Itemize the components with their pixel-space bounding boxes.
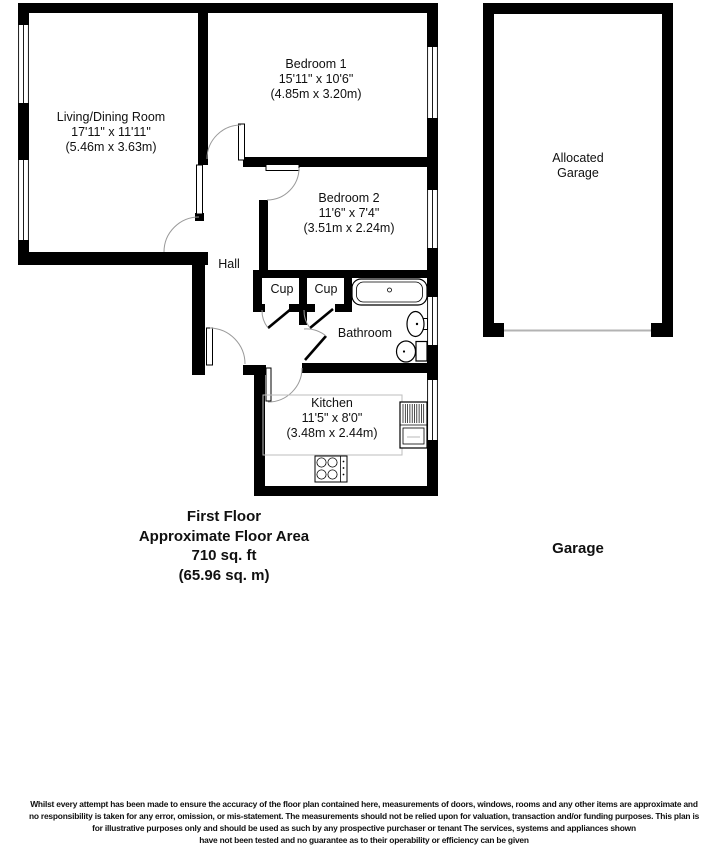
summary-area-title: Approximate Floor Area: [138, 527, 310, 545]
window-kitchen: [427, 380, 438, 440]
window-left-1: [18, 25, 29, 103]
window-bedroom2: [427, 190, 438, 248]
window-left-2: [18, 160, 29, 240]
door-entry: [206, 327, 246, 366]
garage-walls: [483, 3, 673, 337]
sink-icon: [406, 310, 428, 338]
summary-floor: First Floor: [186, 508, 262, 525]
room-name: Bedroom 1: [285, 57, 347, 71]
room-dims-metric: (3.48m x 2.44m): [286, 426, 378, 440]
hob-icon: [314, 455, 348, 483]
room-label-living: Living/Dining Room 17'11" x 11'11" (5.46…: [57, 110, 165, 155]
room-label-allocated-garage: Allocated Garage: [552, 151, 604, 180]
room-name: Bedroom 2: [318, 191, 380, 205]
disclaimer: Whilst every attempt has been made to en…: [0, 799, 728, 847]
room-label-bedroom2: Bedroom 2 11'6" x 7'4" (3.51m x 2.24m): [303, 191, 394, 236]
garage-caption: Garage: [552, 540, 604, 557]
door-living-room: [163, 164, 203, 253]
door-bedroom2: [265, 164, 300, 201]
bathtub-icon: [351, 278, 428, 306]
flat-walls: [18, 3, 438, 496]
room-label-cupboard1: Cup: [270, 282, 294, 296]
summary-area-imperial: 710 sq. ft: [191, 547, 257, 564]
room-dims-metric: (5.46m x 3.63m): [65, 140, 157, 154]
room-name: Living/Dining Room: [56, 110, 166, 124]
window-bathroom: [427, 297, 438, 345]
door-bedroom1: [206, 123, 245, 161]
room-dims-imperial: 15'11" x 10'6": [278, 72, 354, 86]
room-name: Kitchen: [311, 396, 353, 410]
room-dims-imperial: 11'6" x 7'4": [318, 206, 380, 220]
window-bedroom1: [427, 47, 438, 118]
room-label-bathroom: Bathroom: [337, 326, 393, 340]
room-label-hall: Hall: [218, 257, 240, 271]
room-label-bedroom1: Bedroom 1 15'11" x 10'6" (4.85m x 3.20m): [270, 57, 361, 102]
toilet-icon: [395, 340, 428, 363]
room-label-kitchen: Kitchen 11'5" x 8'0" (3.48m x 2.44m): [286, 396, 377, 441]
summary-area-metric: (65.96 sq. m): [178, 566, 270, 584]
door-kitchen: [265, 367, 303, 403]
oven-grille: [402, 404, 425, 423]
door-cupboard2: [303, 307, 334, 330]
disclaimer-line: Whilst every attempt has been made to en…: [30, 799, 698, 809]
disclaimer-line: no responsibility is taken for any error…: [28, 810, 700, 821]
oven-icon: [399, 401, 428, 449]
room-label-cupboard2: Cup: [314, 282, 338, 296]
disclaimer-line: for illustrative purposes only and shoul…: [92, 822, 636, 833]
room-dims-imperial: 17'11" x 11'11": [71, 125, 151, 139]
floor-area-summary: First Floor Approximate Floor Area 710 s…: [139, 507, 309, 585]
door-cupboard1: [261, 307, 292, 330]
door-bathroom: [303, 328, 327, 361]
room-dims-metric: (4.85m x 3.20m): [270, 87, 362, 101]
room-dims-imperial: 11'5" x 8'0": [301, 411, 363, 425]
disclaimer-line: have not been tested and no guarantee as…: [199, 834, 529, 845]
room-dims-metric: (3.51m x 2.24m): [303, 221, 395, 235]
